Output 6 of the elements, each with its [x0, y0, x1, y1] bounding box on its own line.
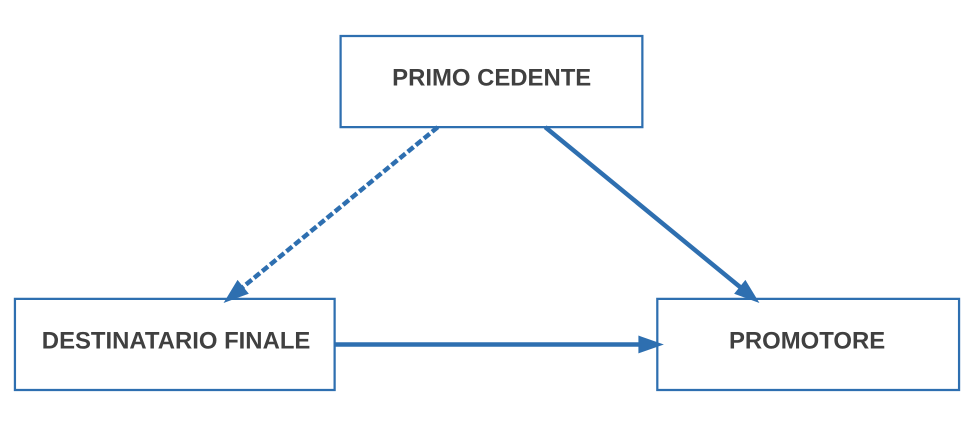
node-box: PROMOTORE [656, 298, 960, 392]
arrow [224, 125, 440, 303]
node-box: DESTINATARIO FINALE [14, 298, 336, 392]
arrow [334, 336, 664, 354]
arrow [544, 125, 760, 303]
node-box: PRIMO CEDENTE [339, 34, 644, 128]
